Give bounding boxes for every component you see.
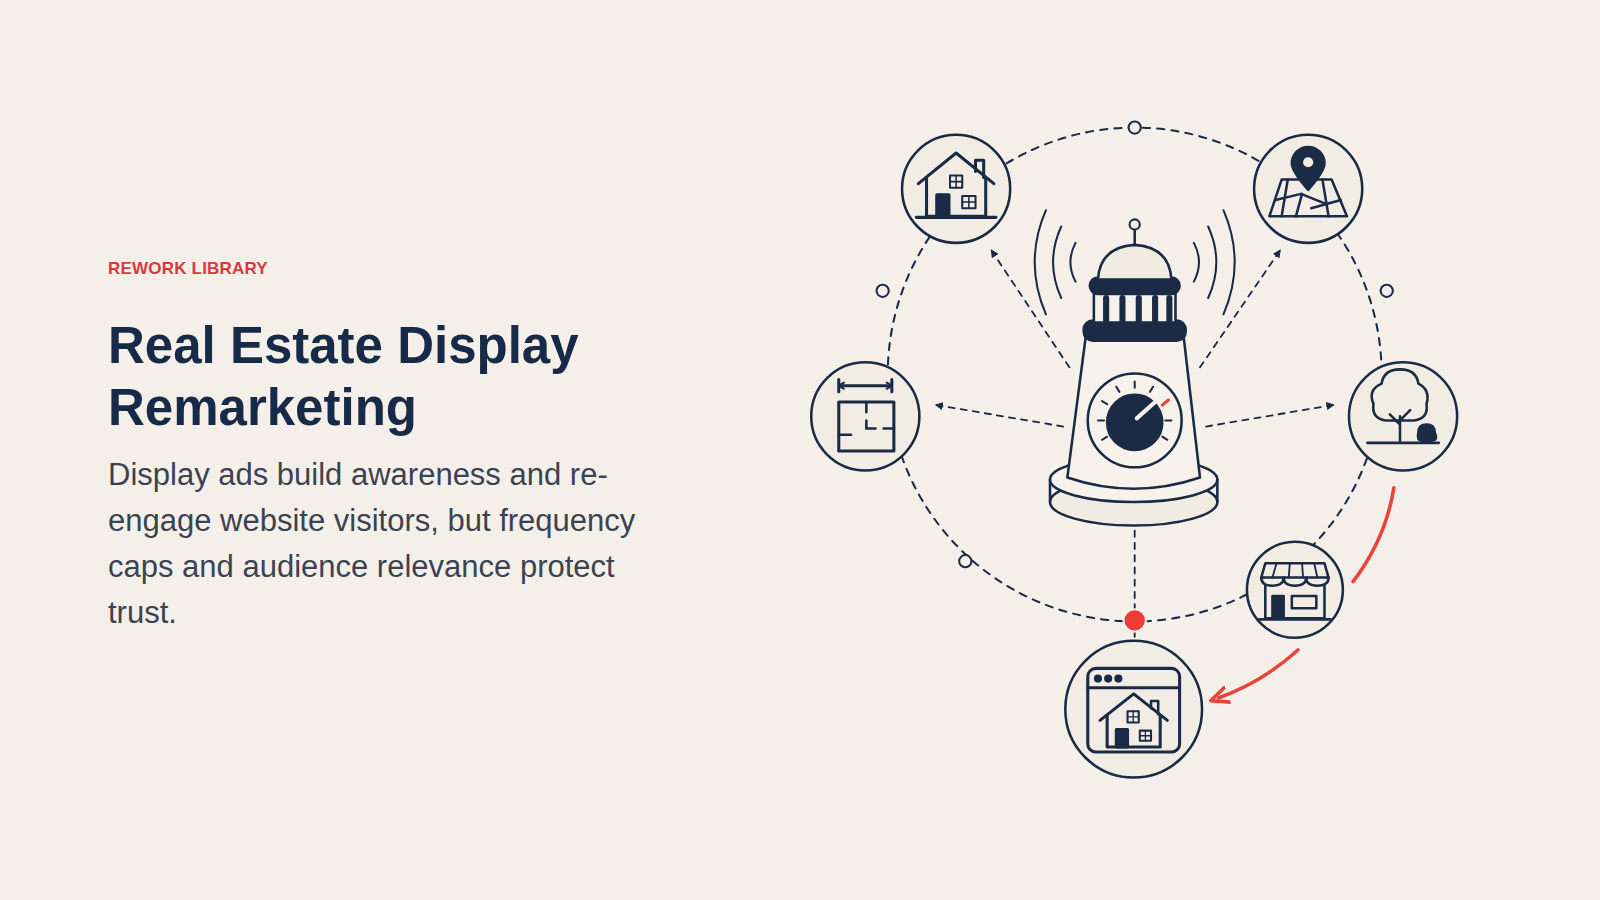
browser-house-icon	[1088, 668, 1180, 752]
map-pin-icon	[1269, 147, 1347, 216]
lighthouse	[1050, 219, 1217, 525]
page-title: Real Estate Display Remarketing	[108, 315, 748, 439]
touchpoint-dot	[1123, 609, 1145, 631]
storefront-icon	[1259, 563, 1330, 619]
house-icon	[916, 153, 996, 217]
orbit-dots	[877, 121, 1393, 567]
icon-circles	[811, 135, 1457, 778]
journey-arrows	[1218, 488, 1394, 698]
floor-plan-icon	[839, 380, 894, 451]
page-caption: Display ads build awareness and re-engag…	[108, 452, 648, 636]
tree-icon	[1367, 369, 1438, 442]
eyebrow-label: REWORK LIBRARY	[108, 259, 268, 279]
broadcast-rays	[937, 251, 1333, 658]
